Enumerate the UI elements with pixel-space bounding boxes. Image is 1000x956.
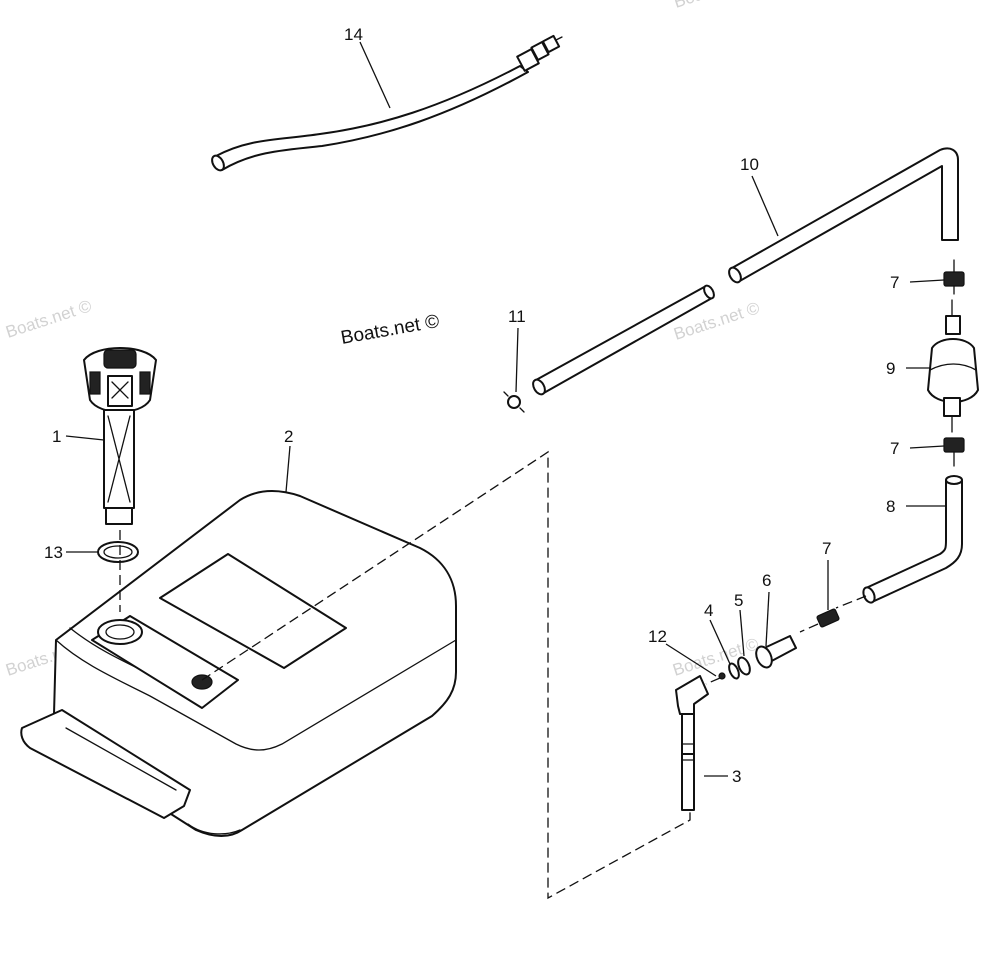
o-ring-5 <box>737 656 751 676</box>
watermark: Boats.net © <box>671 0 762 12</box>
callout-11: 11 <box>508 307 526 326</box>
callout-1: 1 <box>52 427 61 446</box>
hose-8 <box>835 475 963 609</box>
clamp-11 <box>503 391 525 413</box>
fuel-tank-2 <box>20 490 457 837</box>
callout-6: 6 <box>762 571 771 590</box>
callout-12: 12 <box>648 627 667 646</box>
watermark-main: Boats.net © <box>339 311 441 349</box>
callout-10: 10 <box>740 155 759 174</box>
callout-7: 7 <box>890 273 899 292</box>
callout-5: 5 <box>734 591 743 610</box>
pickup-tube-3 <box>675 675 709 811</box>
callouts: 14 10 11 7 9 7 8 7 6 5 4 12 3 1 13 2 <box>44 25 899 786</box>
alignment-line <box>201 450 691 900</box>
callout-14: 14 <box>344 25 363 44</box>
o-ring-4 <box>728 662 740 680</box>
leader-lines <box>65 41 946 777</box>
gasket-13 <box>97 541 139 563</box>
callout-4: 4 <box>704 601 713 620</box>
fuel-line-10 <box>532 147 959 396</box>
fitting-7-mid <box>943 437 965 467</box>
retainer-12 <box>718 672 726 680</box>
callout-13: 13 <box>44 543 63 562</box>
callout-2: 2 <box>284 427 293 446</box>
callout-8: 8 <box>886 497 895 516</box>
hose-14 <box>211 34 563 172</box>
fuel-gauge-1 <box>83 347 157 525</box>
watermark: Boats.net © <box>3 296 94 342</box>
callout-3: 3 <box>732 767 741 786</box>
callout-7: 7 <box>890 439 899 458</box>
connector-assembly <box>705 635 797 685</box>
fitting-7-top <box>943 259 965 295</box>
callout-7: 7 <box>822 539 831 558</box>
fitting-7-low <box>799 608 840 633</box>
primer-bulb-9 <box>927 299 979 433</box>
callout-9: 9 <box>886 359 895 378</box>
